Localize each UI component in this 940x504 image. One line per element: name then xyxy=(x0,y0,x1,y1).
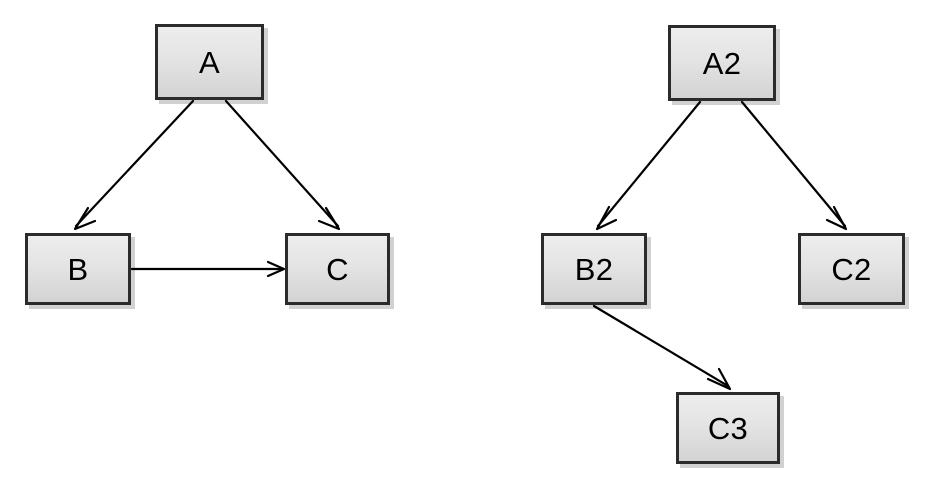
node-c[interactable]: C xyxy=(285,233,390,305)
node-c2-label: C2 xyxy=(831,251,872,287)
edge-a2-to-b2 xyxy=(595,100,702,231)
edge-a-to-b xyxy=(73,99,195,231)
node-c3-label: C3 xyxy=(707,410,749,446)
node-c-label: C xyxy=(326,251,349,287)
node-b2-label: B2 xyxy=(574,251,614,287)
edge-b-to-c xyxy=(130,260,286,278)
node-c2[interactable]: C2 xyxy=(798,233,905,305)
node-c3[interactable]: C3 xyxy=(676,392,780,464)
node-b[interactable]: B xyxy=(25,233,131,305)
node-a[interactable]: A xyxy=(155,24,264,100)
node-a-label: A xyxy=(199,44,220,80)
node-a2[interactable]: A2 xyxy=(668,25,776,101)
edge-b2-to-c3 xyxy=(592,304,732,391)
edge-a-to-c xyxy=(224,99,341,231)
edge-a2-to-c2 xyxy=(740,100,848,231)
node-a2-label: A2 xyxy=(702,45,742,81)
node-b2[interactable]: B2 xyxy=(541,233,647,305)
node-b-label: B xyxy=(67,251,89,287)
